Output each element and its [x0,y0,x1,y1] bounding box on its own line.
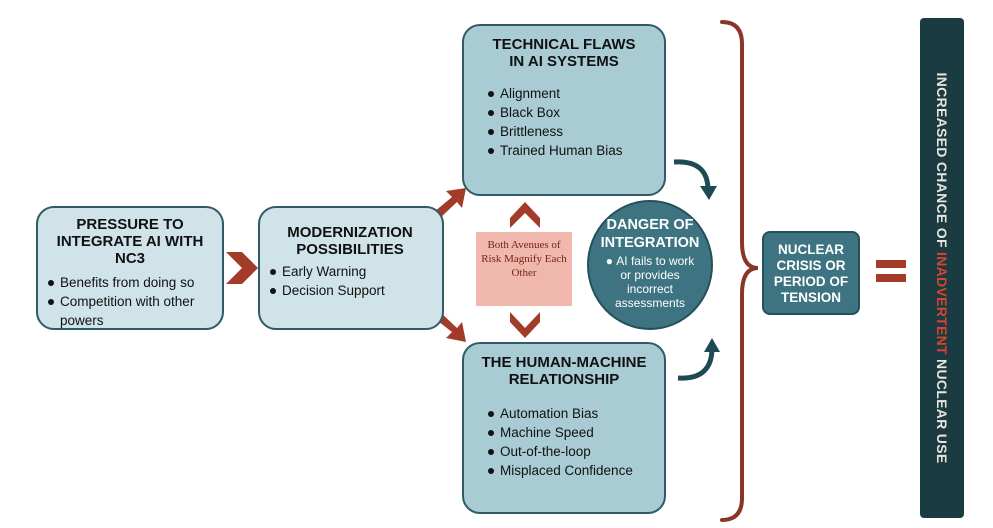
list-item: Black Box [486,103,654,122]
brace-icon [720,20,759,522]
list-item: Brittleness [486,122,654,141]
technical-flaws-box: TECHNICAL FLAWS IN AI SYSTEMS Alignment … [462,24,666,196]
curved-arrow-icon [677,347,715,381]
technical-flaws-list: Alignment Black Box Brittleness Trained … [486,84,654,160]
pressure-title: PRESSURE TO INTEGRATE AI WITH NC3 [56,216,204,267]
list-item: Trained Human Bias [486,141,654,160]
outcome-text: INCREASED CHANCE OF INADVERTENT NUCLEAR … [934,72,950,464]
bullet-icon: ● [605,254,617,268]
modernization-title: MODERNIZATION POSSIBILITIES [287,224,413,258]
curved-arrow-icon [673,159,711,191]
human-machine-title-line1: THE HUMAN-MACHINE [481,354,647,371]
modernization-list: Early Warning Decision Support [268,262,432,300]
list-item: Alignment [486,84,654,103]
list-item: Out-of-the-loop [486,442,654,461]
list-item: Misplaced Confidence [486,461,654,480]
danger-description: ● AI fails to work or provides incorrect… [605,254,695,310]
modernization-box: MODERNIZATION POSSIBILITIES Early Warnin… [258,206,444,330]
technical-flaws-title-line2: IN AI SYSTEMS [509,53,619,70]
nuclear-crisis-box: NUCLEAR CRISIS OR PERIOD OF TENSION [762,231,860,315]
avenues-note: Both Avenues of Risk Magnify Each Other [476,232,572,306]
list-item: Benefits from doing so [46,273,214,292]
chevron-right-icon [226,252,258,284]
technical-flaws-title-line1: TECHNICAL FLAWS [492,36,636,53]
outcome-highlight: INADVERTENT [934,252,950,355]
human-machine-list: Automation Bias Machine Speed Out-of-the… [486,404,654,480]
arrow-up-right-icon [434,188,466,218]
list-item: Early Warning [268,262,432,281]
human-machine-box: THE HUMAN-MACHINE RELATIONSHIP Automatio… [462,342,666,514]
chevron-down-icon [510,312,540,338]
list-item: Machine Speed [486,423,654,442]
equals-icon [876,274,906,282]
equals-icon [876,260,906,268]
danger-circle: DANGER OF INTEGRATION ● AI fails to work… [587,200,713,330]
danger-title: DANGER OF INTEGRATION [600,217,700,251]
list-item: Decision Support [268,281,432,300]
pressure-list: Benefits from doing so Competition with … [46,273,214,330]
list-item: Competition with other powers [46,292,214,330]
outcome-bar: INCREASED CHANCE OF INADVERTENT NUCLEAR … [920,18,964,518]
human-machine-title-line2: RELATIONSHIP [508,371,620,388]
chevron-up-icon [510,202,540,228]
list-item: Automation Bias [486,404,654,423]
pressure-box: PRESSURE TO INTEGRATE AI WITH NC3 Benefi… [36,206,224,330]
